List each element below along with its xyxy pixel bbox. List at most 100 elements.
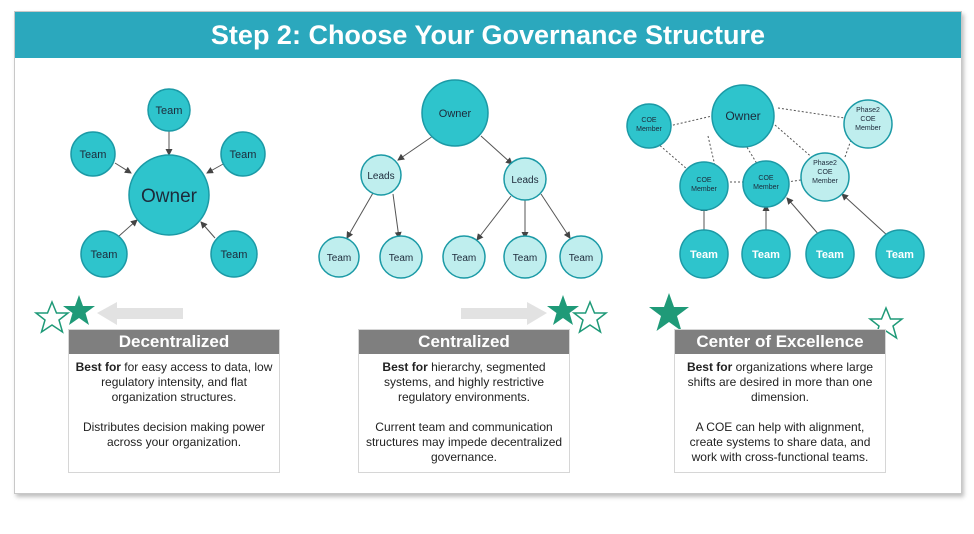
- best-for-label: Best for: [75, 360, 121, 374]
- team-label: Team: [886, 249, 914, 261]
- owner-node: Owner: [128, 154, 210, 236]
- edge: [786, 197, 821, 237]
- card-best-for: Best for hierarchy, segmented systems, a…: [365, 360, 563, 405]
- card-best-for: Best for organizations where large shift…: [681, 360, 879, 405]
- edge: [540, 193, 571, 239]
- owner-label: Owner: [439, 108, 472, 120]
- card-note: A COE can help with alignment, create sy…: [689, 420, 871, 464]
- edge: [397, 135, 434, 161]
- best-for-label: Best for: [382, 360, 428, 374]
- owner-label: Owner: [725, 109, 760, 123]
- decentralized-diagram: Owner Team Team Team Team Team: [70, 88, 266, 278]
- edge: [668, 115, 713, 127]
- slide: Step 2: Choose Your Governance Structure…: [14, 11, 962, 494]
- team-label: Team: [816, 249, 844, 261]
- team-label: Team: [230, 149, 257, 161]
- star-outline-icon: [33, 300, 71, 334]
- edge: [774, 124, 816, 161]
- governance-diagrams: Owner Team Team Team Team Team: [33, 79, 925, 340]
- team-node: Team: [442, 235, 486, 279]
- team-label: Team: [452, 253, 476, 264]
- owner-node: Owner: [421, 79, 489, 147]
- edge: [206, 162, 226, 174]
- edge: [392, 193, 402, 239]
- team-node: Team: [379, 235, 423, 279]
- team-node: Team: [503, 235, 547, 279]
- team-label: Team: [156, 105, 183, 117]
- team-node: Team: [679, 229, 729, 279]
- leads-node: Leads: [503, 157, 547, 201]
- team-label: Team: [327, 253, 351, 264]
- team-label: Team: [389, 253, 413, 264]
- team-node: Team: [741, 229, 791, 279]
- card-body: Best for for easy access to data, low re…: [69, 354, 279, 458]
- leads-node: Leads: [360, 154, 402, 196]
- card-note: Current team and communication structure…: [365, 420, 563, 464]
- team-label: Team: [752, 249, 780, 261]
- edge: [707, 135, 716, 167]
- centralized-diagram: Owner Leads Leads Team Team Team: [318, 79, 603, 279]
- star-filled-icon: [547, 295, 579, 325]
- team-node: Team: [80, 230, 128, 278]
- card-heading: Centralized: [359, 330, 569, 354]
- page-title: Step 2: Choose Your Governance Structure: [15, 12, 961, 58]
- card-best-for: Best for for easy access to data, low re…: [75, 360, 273, 405]
- best-for-text: hierarchy, segmented systems, and highly…: [383, 360, 546, 404]
- star-filled-icon: [649, 293, 689, 331]
- team-node: Team: [147, 88, 191, 132]
- edge: [200, 221, 216, 239]
- team-node: Team: [220, 131, 266, 177]
- team-label: Team: [80, 149, 107, 161]
- edge: [118, 219, 138, 237]
- team-node: Team: [559, 235, 603, 279]
- edge: [777, 107, 846, 119]
- centralized-card: Centralized Best for hierarchy, segmente…: [358, 329, 570, 473]
- decentralized-card: Decentralized Best for for easy access t…: [68, 329, 280, 473]
- team-node: Team: [210, 230, 258, 278]
- edge: [480, 135, 513, 165]
- best-for-text: organizations where large shifts are des…: [687, 360, 874, 404]
- arrow-right-icon: [461, 302, 547, 325]
- card-heading: Center of Excellence: [675, 330, 885, 354]
- best-for-text: for easy access to data, low regulatory …: [101, 360, 273, 404]
- star-filled-icon: [63, 295, 95, 325]
- edge: [744, 143, 760, 168]
- team-node: Team: [70, 131, 116, 177]
- team-label: Team: [513, 253, 537, 264]
- card-note: Distributes decision making power across…: [82, 420, 266, 449]
- team-label: Team: [569, 253, 593, 264]
- star-outline-icon: [571, 300, 609, 334]
- team-node: Team: [875, 229, 925, 279]
- team-node: Team: [805, 229, 855, 279]
- team-label: Team: [221, 249, 248, 261]
- edge: [114, 162, 132, 174]
- team-label: Team: [91, 249, 118, 261]
- team-label: Team: [690, 249, 718, 261]
- card-body: Best for hierarchy, segmented systems, a…: [359, 354, 569, 473]
- edge: [844, 139, 852, 158]
- leads-label: Leads: [367, 171, 394, 182]
- owner-label: Owner: [141, 186, 198, 207]
- card-heading: Decentralized: [69, 330, 279, 354]
- coe-card: Center of Excellence Best for organizati…: [674, 329, 886, 473]
- leads-label: Leads: [511, 175, 538, 186]
- edge: [841, 193, 889, 237]
- card-body: Best for organizations where large shift…: [675, 354, 885, 473]
- team-node: Team: [318, 236, 360, 278]
- best-for-label: Best for: [686, 360, 733, 374]
- edge: [346, 192, 374, 239]
- edge: [476, 195, 512, 241]
- owner-node: Owner: [711, 84, 775, 148]
- arrow-left-icon: [97, 302, 183, 325]
